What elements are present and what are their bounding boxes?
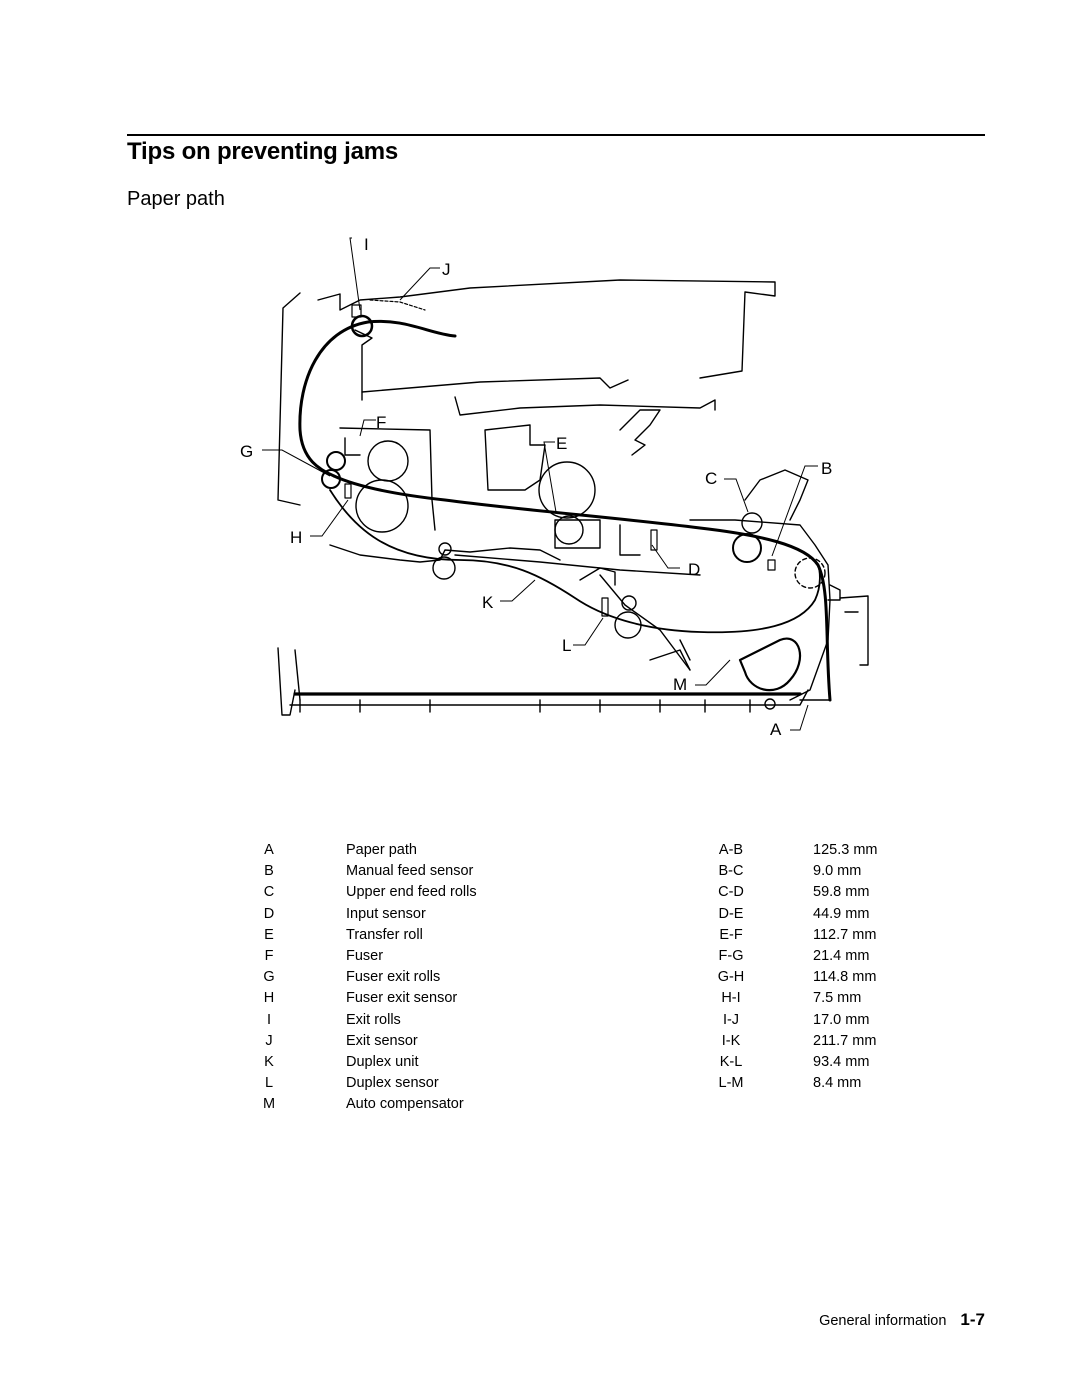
leader-lines [262,237,818,731]
label-B: B [821,459,832,478]
legend-row: A Paper path A-B 125.3 mm [258,842,898,863]
distance-value: 114.8 mm [813,969,877,986]
distance-value: 44.9 mm [813,905,870,922]
paper-path-line [293,299,832,702]
distance-segment: E-F [719,926,743,943]
label-C: C [705,469,717,488]
label-J: J [442,260,451,279]
distance-value: 112.7 mm [813,926,877,943]
label-L: L [562,636,571,655]
distance-value: 125.3 mm [813,842,878,858]
legend-name: Fuser exit sensor [346,990,458,1007]
distance-segment: I-K [721,1032,741,1049]
paper-path-diagram: I J F G E C B H D K L M A [240,235,869,739]
title-rule [127,134,985,136]
distance-segment: G-H [717,969,745,986]
distance-segment: F-G [718,947,744,964]
legend-key: B [264,863,274,880]
page-footer: General information 1-7 [819,1310,985,1330]
legend-table: A Paper path A-B 125.3 mm B Manual feed … [258,842,898,1117]
legend-name: Upper end feed rolls [346,884,477,901]
printer-housing [277,279,869,701]
auto-compensator [738,637,801,692]
diagram-labels: I J F G E C B H D K L M A [240,235,832,739]
label-F: F [376,413,386,432]
distance-value: 9.0 mm [813,863,862,880]
sensors [344,304,776,617]
legend-name: Fuser [346,947,384,964]
distance-value: 7.5 mm [813,990,862,1007]
label-D: D [688,560,700,579]
label-E: E [556,434,567,453]
distance-segment: A-B [718,842,744,858]
legend-row: F Fuser F-G 21.4 mm [258,948,898,969]
legend-key: M [262,1096,276,1113]
legend-key: F [264,947,274,964]
legend-name: Fuser exit rolls [346,969,441,986]
legend-key: D [263,905,275,922]
distance-segment: D-E [718,905,744,922]
page-number: 1-7 [960,1310,985,1329]
distance-value: 59.8 mm [813,884,870,901]
legend-name: Exit rolls [346,1011,401,1028]
legend-key: I [266,1011,272,1028]
distance-value: 93.4 mm [813,1053,870,1070]
legend-key: G [263,969,275,986]
duplex-lever [599,574,691,671]
rollers [321,314,826,710]
distance-value: 8.4 mm [813,1075,862,1092]
legend-row: B Manual feed sensor B-C 9.0 mm [258,863,898,884]
legend-row: D Input sensor D-E 44.9 mm [258,906,898,927]
legend-name: Manual feed sensor [346,863,474,880]
distance-value: 211.7 mm [813,1032,877,1049]
label-H: H [290,528,302,547]
label-A: A [770,720,782,739]
distance-segment: H-I [721,990,741,1007]
legend-row: H Fuser exit sensor H-I 7.5 mm [258,990,898,1011]
page-title: Tips on preventing jams [127,138,399,165]
label-M: M [673,675,687,694]
legend-key: L [264,1075,274,1092]
distance-segment: B-C [718,863,744,880]
footer-section: General information [819,1313,947,1329]
legend-key: C [263,884,275,901]
distance-segment: K-L [719,1053,743,1070]
legend-row: K Duplex unit K-L 93.4 mm [258,1054,898,1075]
paper-tray [277,647,809,716]
distance-value: 17.0 mm [813,1011,870,1028]
legend-row: J Exit sensor I-K 211.7 mm [258,1033,898,1054]
legend-key: H [263,990,275,1007]
legend-name: Duplex unit [346,1053,419,1070]
legend-name: Duplex sensor [346,1075,439,1092]
section-subtitle: Paper path [127,188,225,210]
legend-row: I Exit rolls I-J 17.0 mm [258,1012,898,1033]
legend-row: G Fuser exit rolls G-H 114.8 mm [258,969,898,990]
label-G: G [240,442,253,461]
legend-row: C Upper end feed rolls C-D 59.8 mm [258,884,898,905]
legend-key: J [265,1032,273,1049]
legend-name: Exit sensor [346,1032,418,1049]
legend-key: K [264,1053,274,1070]
legend-name: Input sensor [346,905,426,922]
legend-key: E [264,926,274,943]
distance-segment: I-J [722,1011,740,1028]
distance-segment: L-M [718,1075,744,1092]
legend-key: A [264,842,274,858]
legend-name: Paper path [346,842,417,858]
label-I: I [364,235,369,254]
label-K: K [482,593,494,612]
legend-row: L Duplex sensor L-M 8.4 mm [258,1075,898,1096]
distance-value: 21.4 mm [813,947,870,964]
legend-row: E Transfer roll E-F 112.7 mm [258,927,898,948]
legend-name: Auto compensator [346,1096,464,1113]
legend-name: Transfer roll [346,926,423,943]
legend-row: M Auto compensator [258,1096,898,1117]
distance-segment: C-D [718,884,744,901]
